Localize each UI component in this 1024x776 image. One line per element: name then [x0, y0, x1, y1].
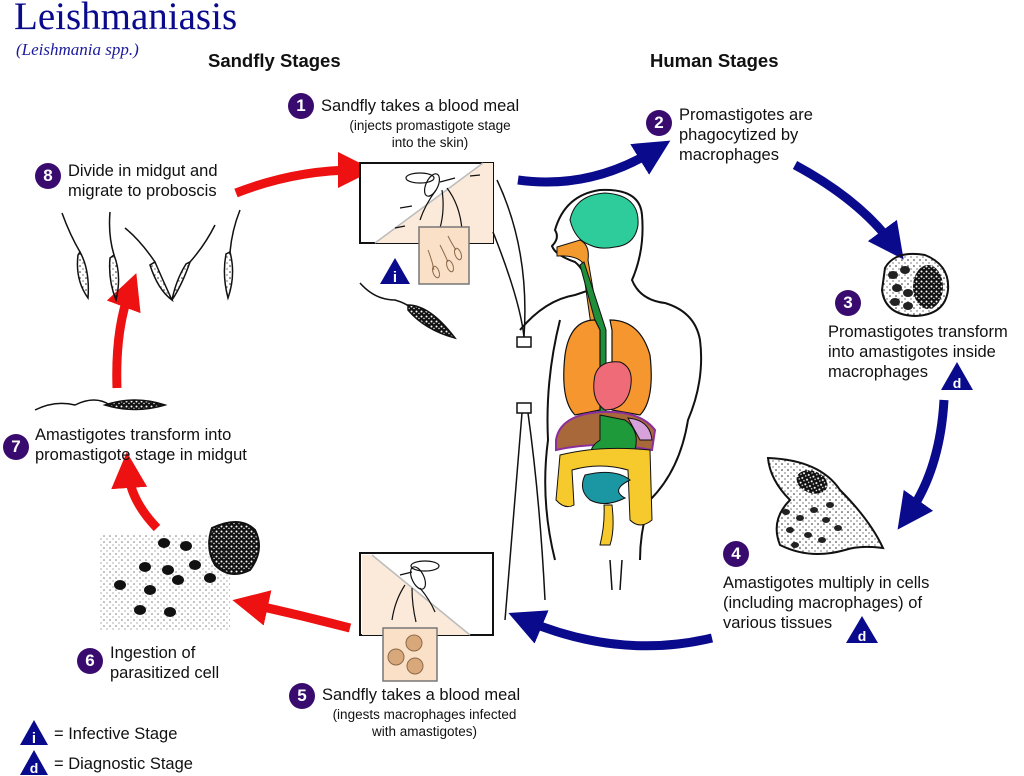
step-5-title: Sandfly takes a blood meal	[322, 686, 521, 704]
step-3-line: macrophages	[828, 363, 928, 381]
step-badge-2: 2	[646, 110, 672, 136]
legend-infective-label: = Infective Stage	[54, 725, 178, 743]
step-badge-6: 6	[77, 648, 103, 674]
step-7-line: promastigote stage in midgut	[35, 446, 247, 464]
arrow-3-to-4	[897, 399, 949, 530]
arrow-7-to-8	[106, 273, 141, 389]
human-body	[492, 179, 703, 621]
legend-diagnostic-label: = Diagnostic Stage	[54, 755, 193, 773]
sandfly-bite-box-1	[359, 162, 494, 285]
step-badge-4: 4	[723, 541, 749, 567]
legend-diagnostic-marker: d	[20, 750, 48, 776]
section-heading-sandfly: Sandfly Stages	[208, 50, 341, 71]
diagram-subtitle: (Leishmania spp.)	[16, 40, 139, 59]
step-6-line: parasitized cell	[110, 664, 220, 682]
infective-stage-marker-step-1: i	[380, 258, 410, 286]
transforming-parasite-step-7	[34, 399, 168, 411]
step-1-detail-line: into the skin)	[391, 135, 469, 150]
arrow-4-to-5	[508, 610, 714, 651]
step-4-line: various tissues	[723, 614, 833, 632]
step-1-detail: (injects promastigote stage into the ski…	[330, 117, 530, 151]
step-4-text: Amastigotes multiply in cells (including…	[723, 573, 929, 633]
diagnostic-stage-marker-step-3: d	[941, 362, 973, 391]
step-5-detail-line: (ingests macrophages infected	[332, 707, 517, 722]
step-8-line: migrate to proboscis	[68, 182, 217, 200]
svg-text:d: d	[953, 375, 962, 391]
svg-text:i: i	[393, 269, 397, 286]
step-5-detail: (ingests macrophages infected with amast…	[322, 706, 527, 740]
sandfly-bite-box-2	[359, 552, 494, 682]
step-7-text: Amastigotes transform into promastigote …	[35, 425, 247, 465]
step-6-text: Ingestion of parasitized cell	[110, 643, 219, 683]
step-badge-5: 5	[289, 683, 315, 709]
arrow-5-to-6	[232, 590, 352, 633]
step-3-text: Promastigotes transform into amastigotes…	[828, 322, 1008, 382]
legend-infective-marker: i	[20, 720, 48, 747]
step-8-text: Divide in midgut and migrate to probosci…	[68, 161, 218, 201]
step-4-line: Amastigotes multiply in cells	[723, 574, 930, 592]
parasitized-cell-step-6	[100, 521, 260, 630]
step-6-line: Ingestion of	[110, 644, 196, 662]
step-7-line: Amastigotes transform into	[35, 426, 232, 444]
step-3-line: Promastigotes transform	[828, 323, 1008, 341]
step-4-line: (including macrophages) of	[723, 594, 923, 612]
svg-text:i: i	[32, 730, 36, 747]
arrow-1-to-2	[517, 140, 671, 187]
step-badge-1: 1	[288, 93, 314, 119]
arrow-2-to-3	[792, 161, 904, 260]
step-5-detail-line: with amastigotes)	[371, 724, 478, 739]
dividing-promastigotes-step-8	[61, 209, 241, 303]
arrow-8-to-1	[234, 152, 374, 198]
diagnostic-stage-marker-step-4: d	[846, 616, 878, 644]
section-heading-human: Human Stages	[650, 50, 779, 71]
step-2-line: Promastigotes are	[679, 106, 813, 124]
infected-tissue-cell-step-4	[766, 456, 885, 555]
svg-text:d: d	[30, 760, 39, 776]
step-2-line: macrophages	[679, 146, 779, 164]
infected-macrophage-step-3	[880, 252, 950, 318]
step-1-detail-line: (injects promastigote stage	[349, 118, 511, 133]
promastigote-illustration	[359, 282, 457, 340]
diagram-title: Leishmaniasis	[14, 0, 238, 38]
step-2-line: phagocytized by	[679, 126, 799, 144]
step-8-line: Divide in midgut and	[68, 162, 218, 180]
step-1-title: Sandfly takes a blood meal	[321, 97, 520, 115]
arrow-6-to-7	[111, 452, 161, 532]
step-badge-3: 3	[835, 290, 861, 316]
step-badge-7: 7	[3, 434, 29, 460]
step-3-line: into amastigotes inside	[828, 343, 996, 361]
svg-text:d: d	[858, 628, 867, 644]
step-2-text: Promastigotes are phagocytized by macrop…	[679, 105, 813, 165]
step-badge-8: 8	[35, 163, 61, 189]
